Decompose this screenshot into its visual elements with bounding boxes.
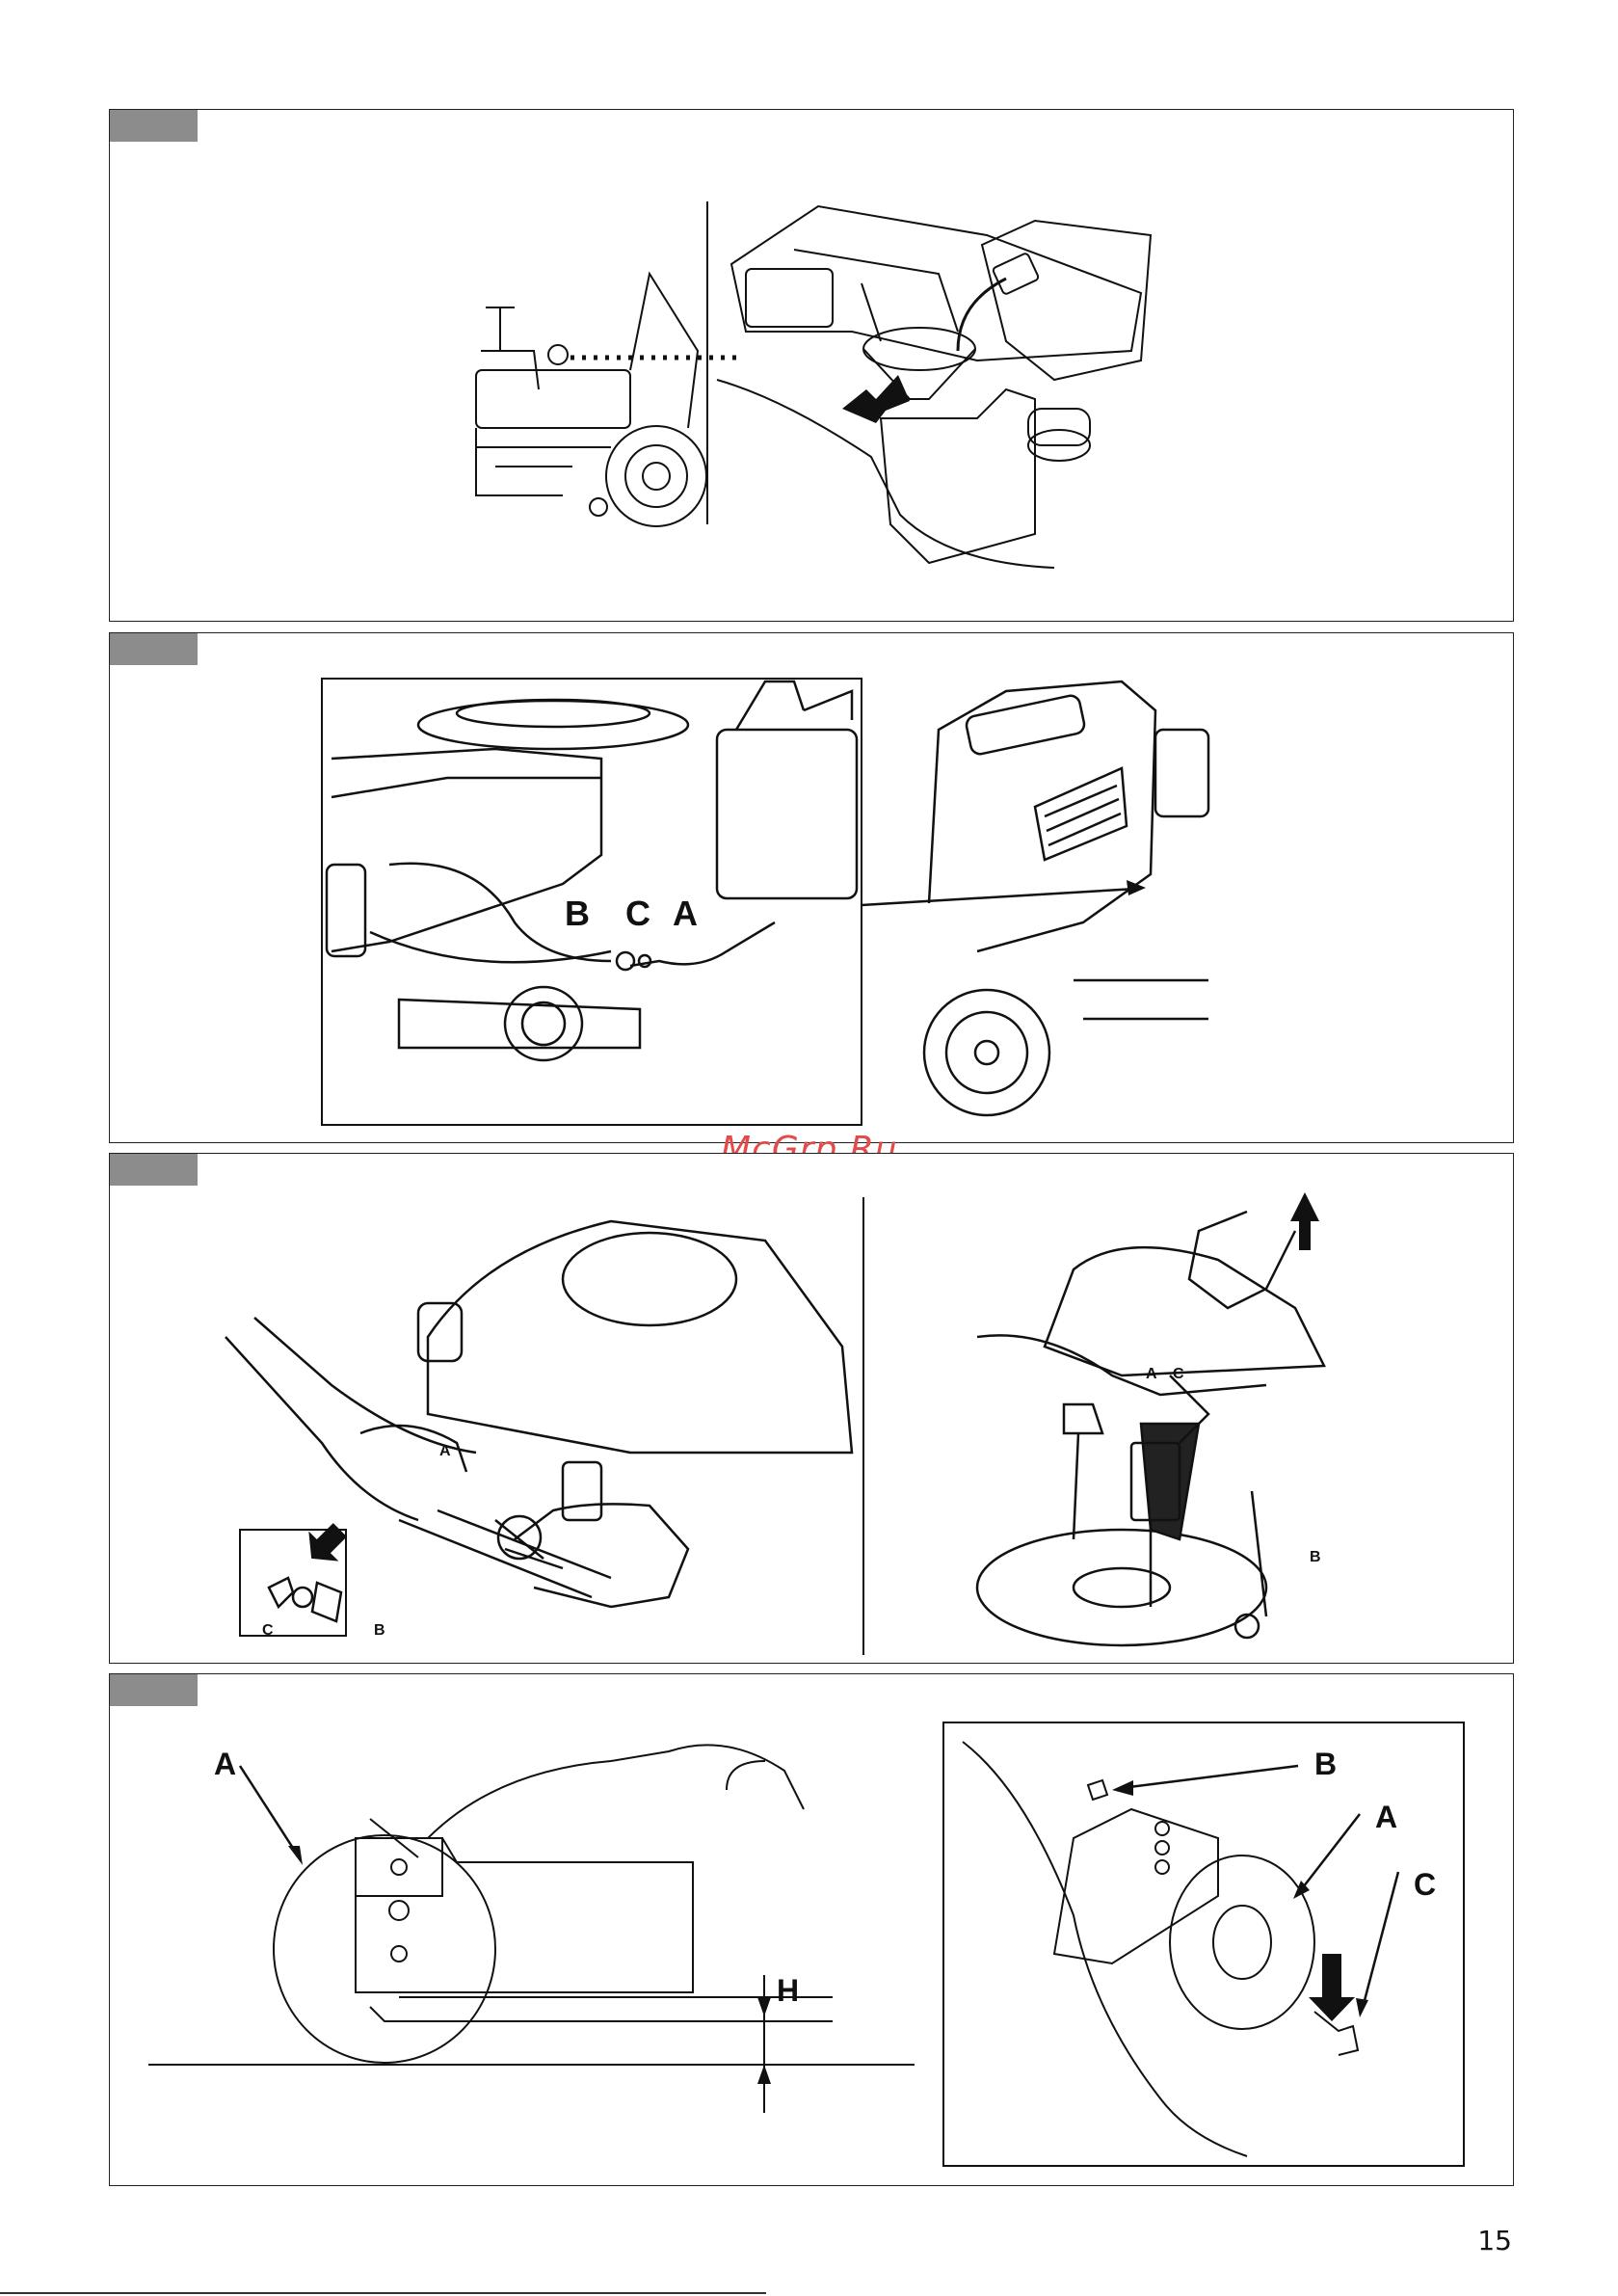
fuel-line-illustration <box>110 633 1513 1142</box>
callout-label-a: A <box>439 1443 451 1460</box>
callout-label-a: A <box>1146 1366 1157 1383</box>
callout-label-b: B <box>374 1622 385 1640</box>
figure-panel-fuel-line: B C A <box>109 632 1514 1143</box>
footer-rule <box>0 2292 766 2294</box>
callout-label-c: C <box>262 1622 274 1640</box>
callout-label-h: H <box>777 1973 799 2009</box>
figure-panel-oil: A B C A C B <box>109 1153 1514 1664</box>
callout-label-b: B <box>565 894 590 934</box>
callout-label-c: C <box>1173 1366 1184 1383</box>
callout-label-a: A <box>214 1747 236 1782</box>
oil-illustration <box>110 1154 1513 1663</box>
figure-panel-wheels: A H B A C <box>109 1673 1514 2186</box>
fuel-filling-illustration <box>110 110 1513 621</box>
wheels-illustration <box>110 1674 1513 2185</box>
callout-label-c: C <box>625 894 650 934</box>
figure-panel-fuel-filling <box>109 109 1514 622</box>
callout-label-c: C <box>1414 1867 1436 1903</box>
page-number: 15 <box>1477 2225 1512 2256</box>
callout-label-a: A <box>1375 1800 1397 1835</box>
callout-label-b: B <box>1310 1549 1321 1566</box>
callout-label-b: B <box>1314 1747 1337 1782</box>
callout-label-a: A <box>673 894 698 934</box>
